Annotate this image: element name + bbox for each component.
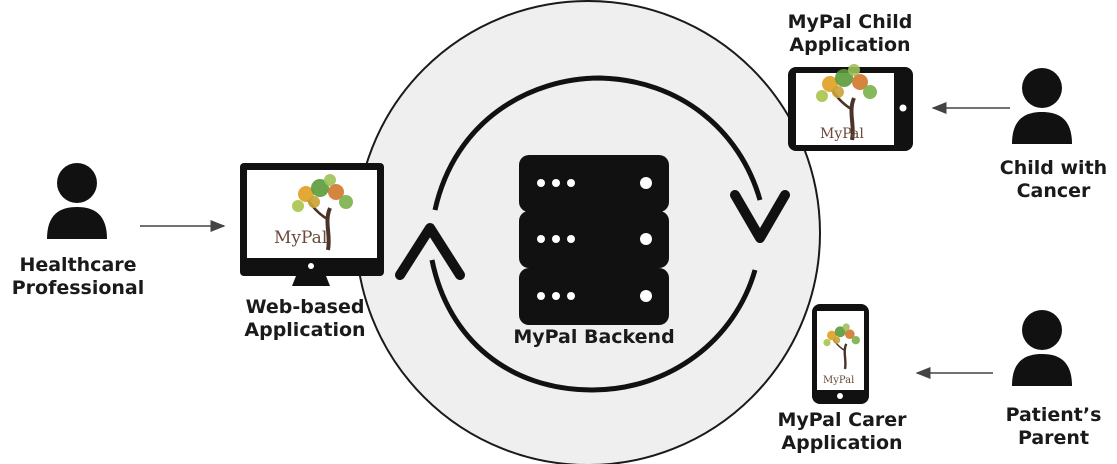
sync-arrowhead-down [730, 190, 790, 243]
child-app-label: MyPal Child Application [787, 11, 913, 56]
carer-app-logo-text: MyPal [823, 375, 854, 386]
desktop-monitor-icon: MyPal [240, 163, 384, 286]
child-app-logo-text: MyPal [820, 126, 864, 142]
server-icon [519, 155, 669, 325]
patients-parent-label: Patient’s Parent [1005, 404, 1102, 449]
healthcare-professional-label: Healthcare Professional [11, 254, 145, 299]
phone-icon: MyPal [812, 304, 869, 404]
sync-arc-bottom [429, 259, 758, 393]
web-app-logo-text: MyPal [274, 228, 327, 248]
backend-label: MyPal Backend [513, 326, 675, 348]
sync-arc-top [432, 75, 763, 211]
web-app-label: Web-based Application [244, 296, 366, 341]
healthcare-professional-person-icon [47, 163, 107, 239]
parent-person-icon [1012, 310, 1072, 386]
tablet-icon: MyPal [788, 62, 913, 151]
carer-app-label: MyPal Carer Application [777, 409, 907, 454]
child-with-cancer-label: Child with Cancer [999, 157, 1108, 202]
child-person-icon [1012, 68, 1072, 144]
sync-arrowhead-up [395, 223, 465, 280]
